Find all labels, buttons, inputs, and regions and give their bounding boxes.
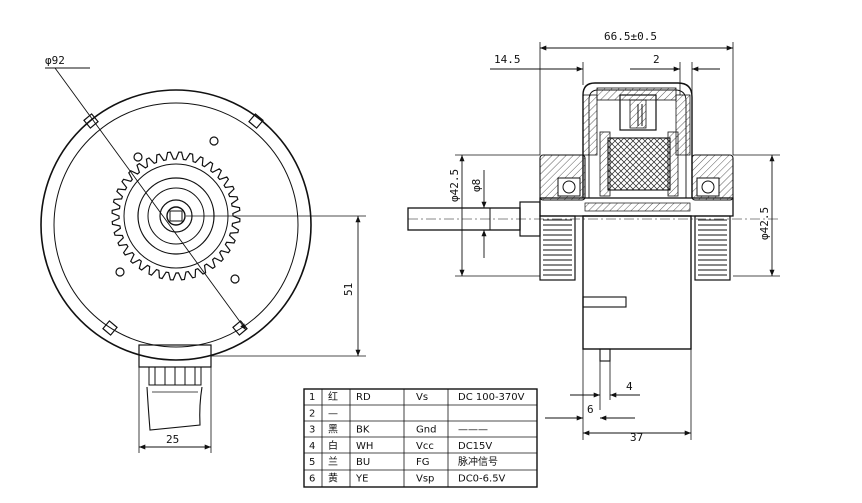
pin-num-cell: 2 xyxy=(309,408,315,419)
cable-tab xyxy=(582,296,627,308)
shaft-end xyxy=(166,206,186,226)
diameter-leader xyxy=(54,67,247,331)
sensor-block xyxy=(619,94,657,131)
pin-color-cn-cell: 白 xyxy=(328,439,338,452)
pin-num-cell: 4 xyxy=(309,441,315,452)
pin-num-cell: 1 xyxy=(309,392,315,403)
front-diameter-label: φ92 xyxy=(45,54,65,67)
terminal-pin xyxy=(599,348,611,362)
pin-signal-cell: Vsp xyxy=(416,474,434,485)
pin-spec-cell: DC0-6.5V xyxy=(458,474,506,485)
pin-color-code-cell: RD xyxy=(356,392,371,403)
front-gear xyxy=(111,151,241,281)
shaft-offset-label: 14.5 xyxy=(494,53,521,66)
mounting-holes xyxy=(115,136,240,284)
flange-diameter-right-label: φ42.5 xyxy=(758,207,771,240)
cap-wall-left xyxy=(582,94,598,156)
front-view: φ92 25 51 xyxy=(40,54,366,453)
pin-num-cell: 5 xyxy=(309,457,315,468)
side-view: 66.5±0.5 14.5 2 φ42.5 φ8 φ42.5 4 xyxy=(407,30,780,444)
flange-diameter-left-label: φ42.5 xyxy=(448,169,461,202)
pin-spec-cell: DC15V xyxy=(458,441,492,452)
gear-block-right xyxy=(694,215,731,281)
stator-winding xyxy=(607,137,671,191)
shaft-flat xyxy=(169,210,183,222)
pin-color-cn-cell: 兰 xyxy=(328,455,338,468)
pin-color-code-cell: BU xyxy=(356,457,370,468)
pin-color-code-cell: WH xyxy=(356,441,373,452)
pin-color-code-cell: YE xyxy=(355,474,368,485)
overall-length-label: 66.5±0.5 xyxy=(604,30,657,43)
rim-clips xyxy=(83,113,264,336)
cap-wall-right xyxy=(675,94,691,156)
pin-signal-cell: Vcc xyxy=(416,441,434,452)
pin-offset-label: 6 xyxy=(587,403,594,416)
pin-num-cell: 3 xyxy=(309,425,315,436)
pin-color-cn-cell: 黄 xyxy=(328,472,338,485)
front-outer-circle xyxy=(40,89,312,361)
cable-bundle xyxy=(146,386,203,431)
gear-block-left xyxy=(539,215,576,281)
pin-spec-cell: ——— xyxy=(458,425,488,436)
pin-num-cell: 6 xyxy=(309,474,315,485)
pin-signal-cell: FG xyxy=(416,457,430,468)
connector-housing xyxy=(138,344,212,368)
pin-color-cn-cell: — xyxy=(328,408,338,419)
gap-label: 2 xyxy=(653,53,660,66)
shaft-diameter-label: φ8 xyxy=(470,179,483,192)
pin-signal-cell: Vs xyxy=(416,392,428,403)
pin-signal-cell: Gnd xyxy=(416,425,436,436)
connector-pins xyxy=(148,366,202,386)
connector-width-label: 25 xyxy=(166,433,179,446)
pin-color-cn-cell: 红 xyxy=(328,390,338,403)
body-length-label: 37 xyxy=(630,431,643,444)
pin-color-cn-cell: 黑 xyxy=(328,424,338,436)
pin-color-code-cell: BK xyxy=(356,425,370,436)
pin-table: 1 红 RD Vs DC 100-370V 2 — 3 黑 BK Gnd ——— 4 白 WH Vcc DC15… xyxy=(303,388,538,488)
pin-spec-cell: 脉冲信号 xyxy=(458,455,498,468)
pin-spec-cell: DC 100-370V xyxy=(458,392,525,403)
height-label: 51 xyxy=(342,283,355,296)
top-cap xyxy=(582,82,693,198)
front-inner-circle xyxy=(53,102,299,348)
pin-width-label: 4 xyxy=(626,380,633,393)
lower-body xyxy=(582,215,692,350)
